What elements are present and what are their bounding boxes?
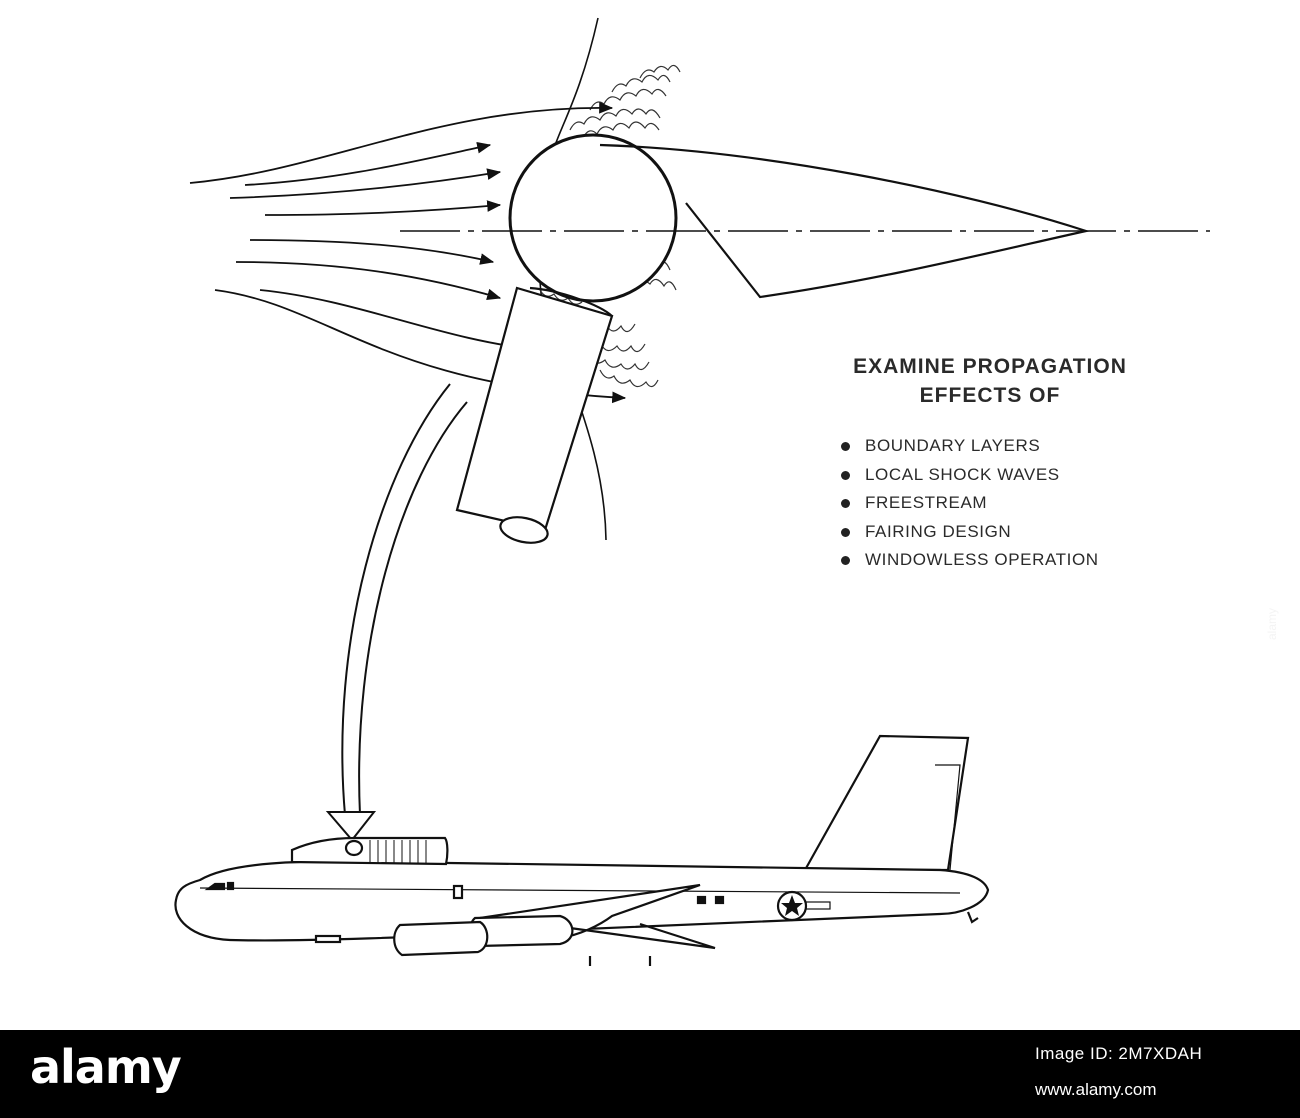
bullet-icon	[841, 556, 850, 565]
aircraft-drawing	[174, 734, 990, 966]
notes-heading: EXAMINE PROPAGATION EFFECTS OF	[800, 352, 1180, 410]
support-strut	[455, 286, 614, 544]
stock-footer-bar: alamy Image ID: 2M7XDAH www.alamy.com	[0, 1030, 1300, 1118]
list-item: LOCAL SHOCK WAVES	[840, 461, 1180, 490]
heading-line-2: EFFECTS OF	[919, 384, 1061, 407]
image-id-label: Image ID: 2M7XDAH	[1035, 1044, 1203, 1063]
list-item: WINDOWLESS OPERATION	[840, 546, 1180, 575]
list-item-label: WINDOWLESS OPERATION	[865, 550, 1099, 569]
bullet-icon	[841, 499, 850, 508]
effects-list: BOUNDARY LAYERS LOCAL SHOCK WAVES FREEST…	[800, 432, 1180, 575]
list-item-label: BOUNDARY LAYERS	[865, 436, 1041, 455]
sensor-sphere	[508, 133, 678, 303]
list-item: FREESTREAM	[840, 489, 1180, 518]
diagram-illustration	[174, 17, 1210, 966]
list-item: FAIRING DESIGN	[840, 518, 1180, 547]
bullet-icon	[841, 442, 850, 451]
list-item-label: LOCAL SHOCK WAVES	[865, 464, 1060, 484]
fairing-outline	[599, 143, 1091, 299]
location-pointer-arrow	[325, 383, 468, 842]
bullet-icon	[841, 470, 850, 480]
list-item-label: FREESTREAM	[865, 493, 988, 512]
alamy-logo[interactable]: alamy	[30, 1040, 182, 1094]
bullet-icon	[841, 527, 850, 537]
list-item: BOUNDARY LAYERS	[840, 432, 1180, 461]
watermark-text: alamy	[1265, 607, 1279, 640]
list-item-label: FAIRING DESIGN	[865, 521, 1012, 541]
heading-line-1: EXAMINE PROPAGATION	[853, 355, 1127, 378]
flow-streamlines	[189, 101, 627, 404]
site-url-link[interactable]: www.alamy.com	[1035, 1080, 1157, 1099]
propagation-effects-notes: EXAMINE PROPAGATION EFFECTS OF BOUNDARY …	[800, 352, 1180, 575]
